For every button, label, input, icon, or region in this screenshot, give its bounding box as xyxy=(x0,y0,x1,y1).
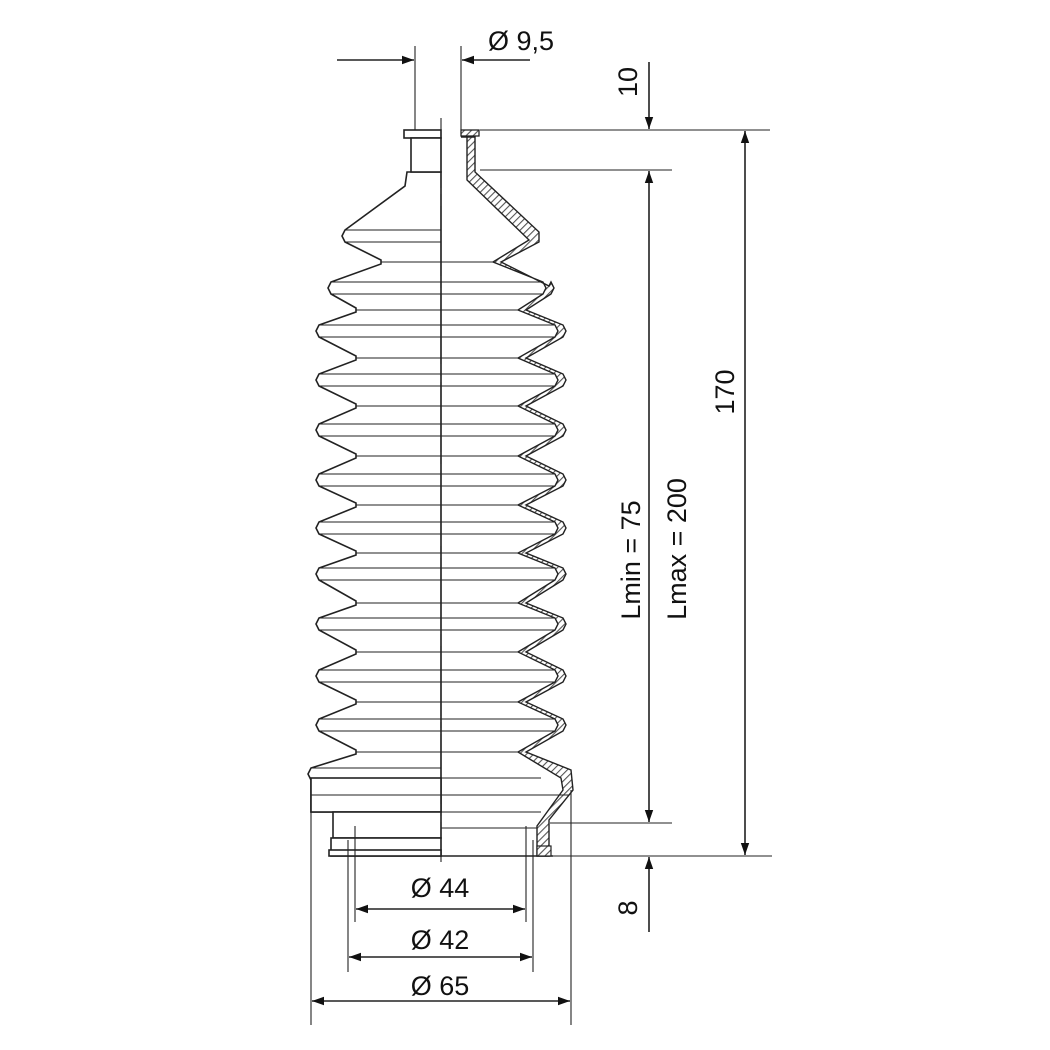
collar-lip xyxy=(328,849,442,857)
dimension-bellows-length: Lmin = 75 Lmax = 200 xyxy=(550,171,692,824)
dimension-diameter-42: Ø 42 xyxy=(347,840,534,972)
collar-lip-section xyxy=(536,845,552,857)
dimension-overall-length: 170 xyxy=(540,131,772,857)
neck-left xyxy=(410,137,442,173)
bellows-right-section xyxy=(461,136,574,857)
top-diameter-label: Ø 9,5 xyxy=(488,26,554,56)
neck-flange-right xyxy=(460,129,480,137)
bellows-body xyxy=(307,129,574,857)
lmax-label: Lmax = 200 xyxy=(662,478,692,620)
collar-lower xyxy=(332,811,442,839)
lmin-label: Lmin = 75 xyxy=(616,500,646,619)
dimension-diameter-44: Ø 44 xyxy=(354,826,527,922)
dimension-diameter-65: Ø 65 xyxy=(310,790,572,1025)
overall-length-label: 170 xyxy=(710,369,740,414)
neck-flange-left xyxy=(403,129,442,139)
dimension-top-length: 10 xyxy=(480,62,770,171)
dimension-bottom-length: 8 xyxy=(613,857,654,932)
diameter-42-label: Ø 42 xyxy=(411,925,470,955)
diameter-44-label: Ø 44 xyxy=(411,873,470,903)
top-length-label: 10 xyxy=(613,67,643,97)
bellows-left-outline xyxy=(307,171,442,813)
bottom-length-label: 8 xyxy=(613,900,643,915)
diameter-65-label: Ø 65 xyxy=(411,971,470,1001)
dimension-top-diameter: Ø 9,5 xyxy=(337,26,554,130)
